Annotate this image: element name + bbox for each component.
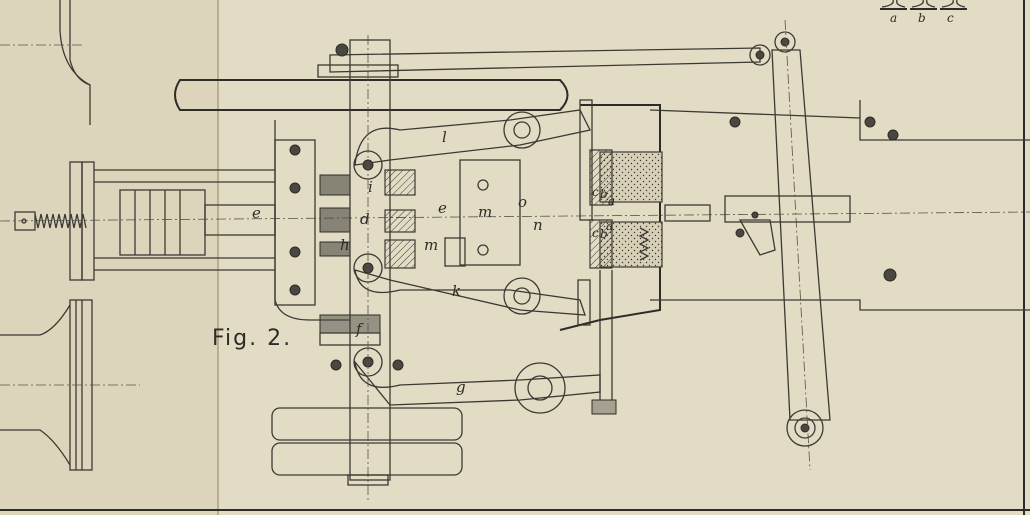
label-m-upper: m bbox=[478, 203, 492, 221]
label-o: o bbox=[518, 193, 527, 211]
label-a-upper: a bbox=[608, 194, 615, 208]
left-partial-views bbox=[0, 0, 1030, 471]
top-right-small-views bbox=[880, 0, 967, 10]
label-e-mid: e bbox=[438, 199, 447, 217]
label-f: f bbox=[355, 320, 364, 338]
main-frame bbox=[174, 19, 1030, 500]
label-e-left: e bbox=[252, 204, 261, 222]
label-b-top: b bbox=[918, 11, 926, 25]
label-k: k bbox=[452, 282, 461, 300]
label-b-upper: b bbox=[600, 187, 608, 201]
label-a-lower: a bbox=[606, 219, 613, 233]
figure-caption: Fig. 2. bbox=[212, 326, 292, 351]
label-a-top: a bbox=[890, 11, 897, 25]
label-m-lower: m bbox=[424, 236, 438, 254]
label-c-upper: c bbox=[592, 185, 599, 199]
label-h: h bbox=[340, 236, 350, 254]
label-b-lower: b bbox=[600, 227, 608, 241]
label-l: l bbox=[442, 128, 447, 146]
label-d: d bbox=[360, 210, 370, 228]
label-c-top: c bbox=[947, 11, 954, 25]
label-i: i bbox=[368, 178, 373, 196]
label-c-lower: c bbox=[592, 226, 599, 240]
label-g: g bbox=[456, 378, 466, 396]
label-n: n bbox=[533, 216, 543, 234]
